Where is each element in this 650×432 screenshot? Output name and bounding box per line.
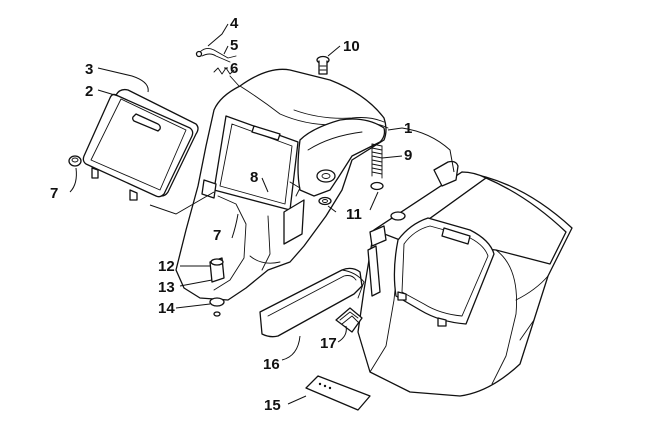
bolt-10 [316,55,330,75]
callout-2: 2 [85,83,93,100]
callout-5: 5 [230,37,238,54]
callout-9: 9 [404,147,412,164]
callout-11: 11 [346,206,362,223]
callout-7b: 7 [213,227,221,244]
callout-7a: 7 [50,185,58,202]
callout-17: 17 [320,335,337,352]
callout-4: 4 [230,15,239,32]
callout-labels: 1 2 3 4 5 6 7 7 8 9 10 11 12 13 14 15 16… [50,15,412,414]
callout-8: 8 [250,169,258,186]
callout-1: 1 [404,120,412,137]
washer-11 [318,196,332,206]
storage-box-1 [357,160,573,397]
lid-assembly [68,88,199,201]
rear-body [175,68,389,301]
spring-9 [370,143,384,191]
leader-lines [69,23,455,405]
callout-15: 15 [264,397,281,414]
callout-3: 3 [85,61,93,78]
label-15 [305,375,371,411]
callout-14: 14 [158,300,175,317]
callout-10: 10 [343,38,360,55]
fasteners-12-14 [209,257,225,317]
callout-12: 12 [158,258,175,275]
trim-panel-16 [259,267,365,338]
callout-6: 6 [230,60,238,77]
callout-13: 13 [158,279,175,296]
callout-16: 16 [263,356,280,373]
